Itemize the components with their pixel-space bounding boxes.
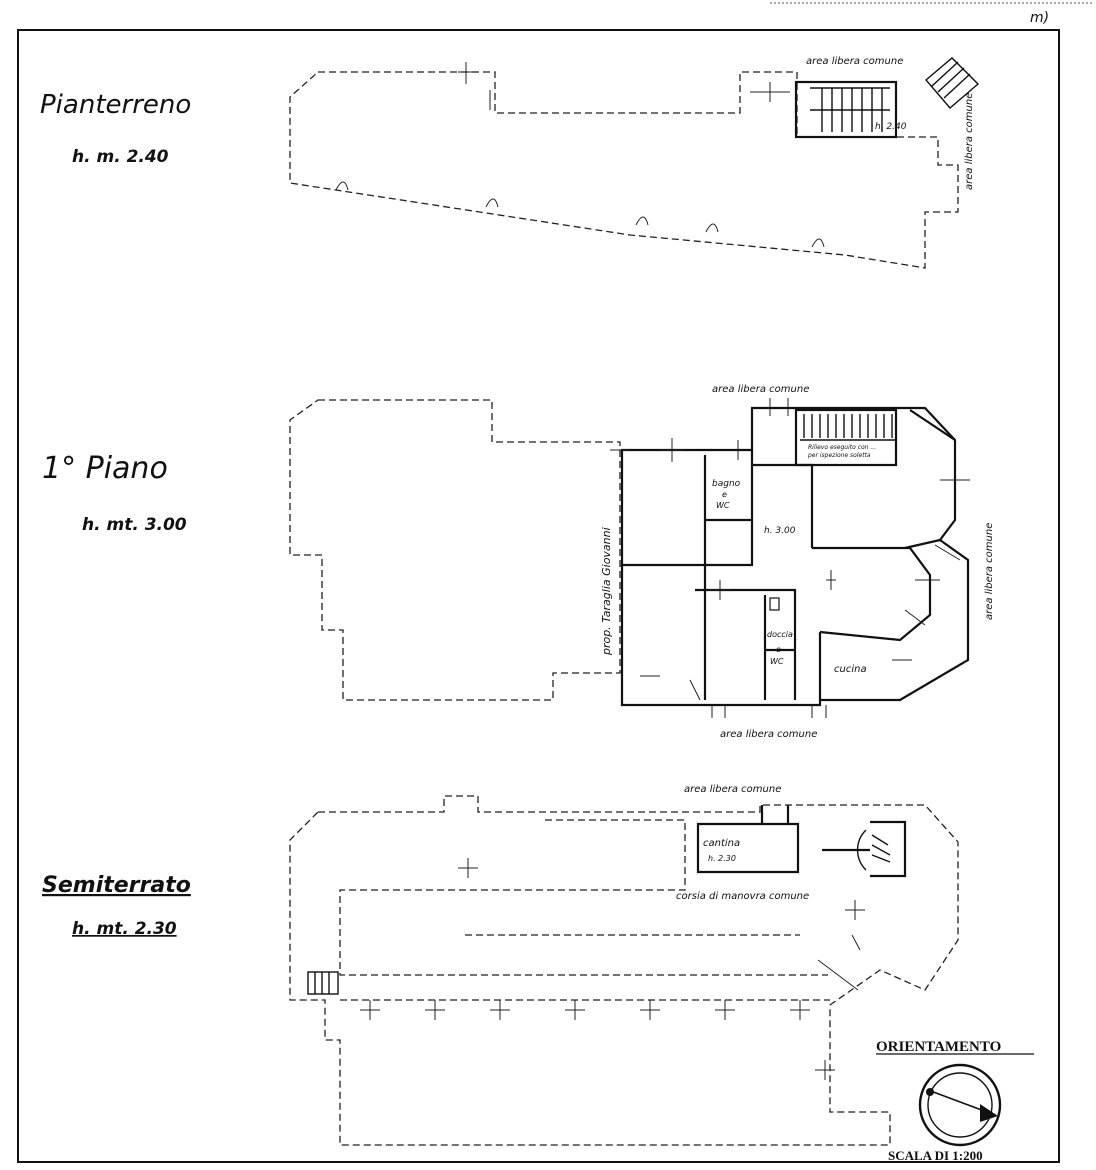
ground-floor-section: Pianterreno h. m. 2.40 area libera comun… (40, 56, 980, 269)
kitchen-label: cucina (834, 664, 867, 675)
first-floor-section: 1° Piano h. mt. 3.00 area libera comune … (42, 384, 995, 740)
ground-area-top-label: area libera comune (806, 56, 903, 67)
basement-inner-corridor (339, 819, 830, 1001)
drawing-frame (17, 29, 1060, 1163)
shower-label: doccia (767, 630, 793, 639)
cellar-height-label: h. 2.30 (708, 854, 736, 863)
shower-e-label: e (776, 645, 781, 654)
ground-floor-height: h. m. 2.40 (72, 147, 169, 167)
corridor-label: corsia di manovra comune (676, 891, 809, 902)
basement-outline (289, 795, 959, 1146)
first-neighbour-label: prop. Taraglia Giovanni (600, 527, 613, 656)
bathroom-wc-label: WC (716, 501, 730, 510)
orientation-title: ORIENTAMENTO (876, 1039, 1001, 1055)
basement-height: h. mt. 2.30 (72, 919, 177, 939)
first-floor-apartment (610, 398, 970, 718)
ground-floor-bumps (335, 181, 825, 248)
scale-label: SCALA DI 1:200 (888, 1148, 983, 1163)
basement-title: Semiterrato (42, 873, 191, 898)
ground-floor-stair (794, 57, 980, 139)
corner-mark: m) (1030, 10, 1049, 26)
basement-left-stair (307, 971, 339, 995)
basement-cellar (696, 805, 907, 878)
first-room-height-label: h. 3.00 (764, 526, 796, 536)
cellar-label: cantina (703, 838, 740, 849)
orientation-block: ORIENTAMENTO SCALA DI 1:200 (876, 1039, 1034, 1163)
first-floor-stair (794, 408, 898, 467)
first-floor-window-marks (610, 398, 970, 718)
stair-note-1: Rilievo eseguito con ... (808, 444, 876, 451)
first-floor-title: 1° Piano (42, 451, 168, 486)
basement-area-top-label: area libera comune (684, 784, 781, 795)
ground-floor-outline (289, 71, 959, 269)
first-floor-height: h. mt. 3.00 (82, 515, 187, 535)
ground-floor-marks (458, 62, 863, 128)
first-area-right-label: area libera comune (984, 523, 995, 620)
ground-room-height-label: h. 2.40 (875, 122, 907, 132)
bathroom-e-label: e (722, 490, 727, 499)
ground-floor-title: Pianterreno (40, 90, 191, 120)
basement-cross-marks (360, 858, 865, 1080)
shower-wc-label: WC (770, 657, 784, 666)
ground-area-side-label: area libera comune (964, 93, 975, 190)
first-area-bottom-label: area libera comune (720, 729, 817, 740)
basement-section: Semiterrato h. mt. 2.30 area libera comu… (42, 784, 959, 1146)
stair-note-2: per ispezione soletta (807, 452, 871, 459)
compass-icon (918, 1063, 1002, 1147)
first-floor-outline (289, 399, 621, 701)
first-area-top-label: area libera comune (712, 384, 809, 395)
bathroom-label: bagno (712, 479, 741, 489)
